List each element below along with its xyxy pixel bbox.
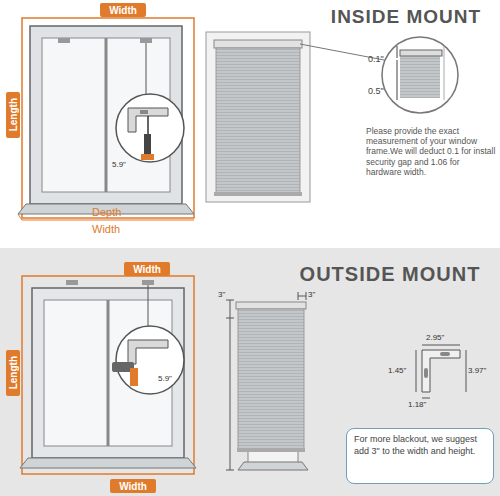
node-text: Length — [8, 98, 19, 131]
dimension: 5.9" — [158, 374, 188, 384]
section-title: OUTSIDE MOUNT — [282, 262, 498, 286]
dimension-tag: Width — [110, 479, 156, 493]
shade-outside — [226, 292, 308, 470]
node-text: Width — [133, 264, 161, 275]
note-text: Please provide the exact measurement of … — [366, 126, 496, 177]
dimension-tag: Width — [124, 262, 170, 276]
window-outside — [20, 276, 196, 474]
node-text: Width — [119, 481, 147, 492]
window-inside — [18, 18, 194, 220]
bracket-drawing — [416, 345, 466, 398]
dimension: 0.5" — [368, 86, 398, 97]
dimension: 0.1" — [368, 54, 398, 65]
dimension: 3.97" — [468, 366, 498, 376]
dimension-label: Width — [92, 223, 132, 236]
dimension: 3" — [308, 290, 328, 300]
dimension: 2.95" — [426, 333, 458, 343]
section-title: INSIDE MOUNT — [315, 6, 497, 29]
dimension: 3" — [218, 290, 238, 300]
dimension-tag: Length — [6, 92, 20, 138]
note-box: For more blackout, we suggest add 3" to … — [346, 428, 494, 484]
node-text: Length — [8, 356, 19, 389]
node-text: Width — [109, 5, 137, 16]
dimension-tag: Length — [6, 350, 20, 396]
dimension-tag: Width — [100, 3, 146, 17]
dimension-label: Depth — [92, 206, 132, 219]
node-text: For more blackout, we suggest add 3" to … — [354, 434, 477, 456]
panel-background — [0, 248, 500, 496]
dimension: 5.9" — [112, 160, 142, 170]
dimension: 1.18" — [408, 400, 438, 410]
dimension: 1.45" — [388, 366, 416, 376]
